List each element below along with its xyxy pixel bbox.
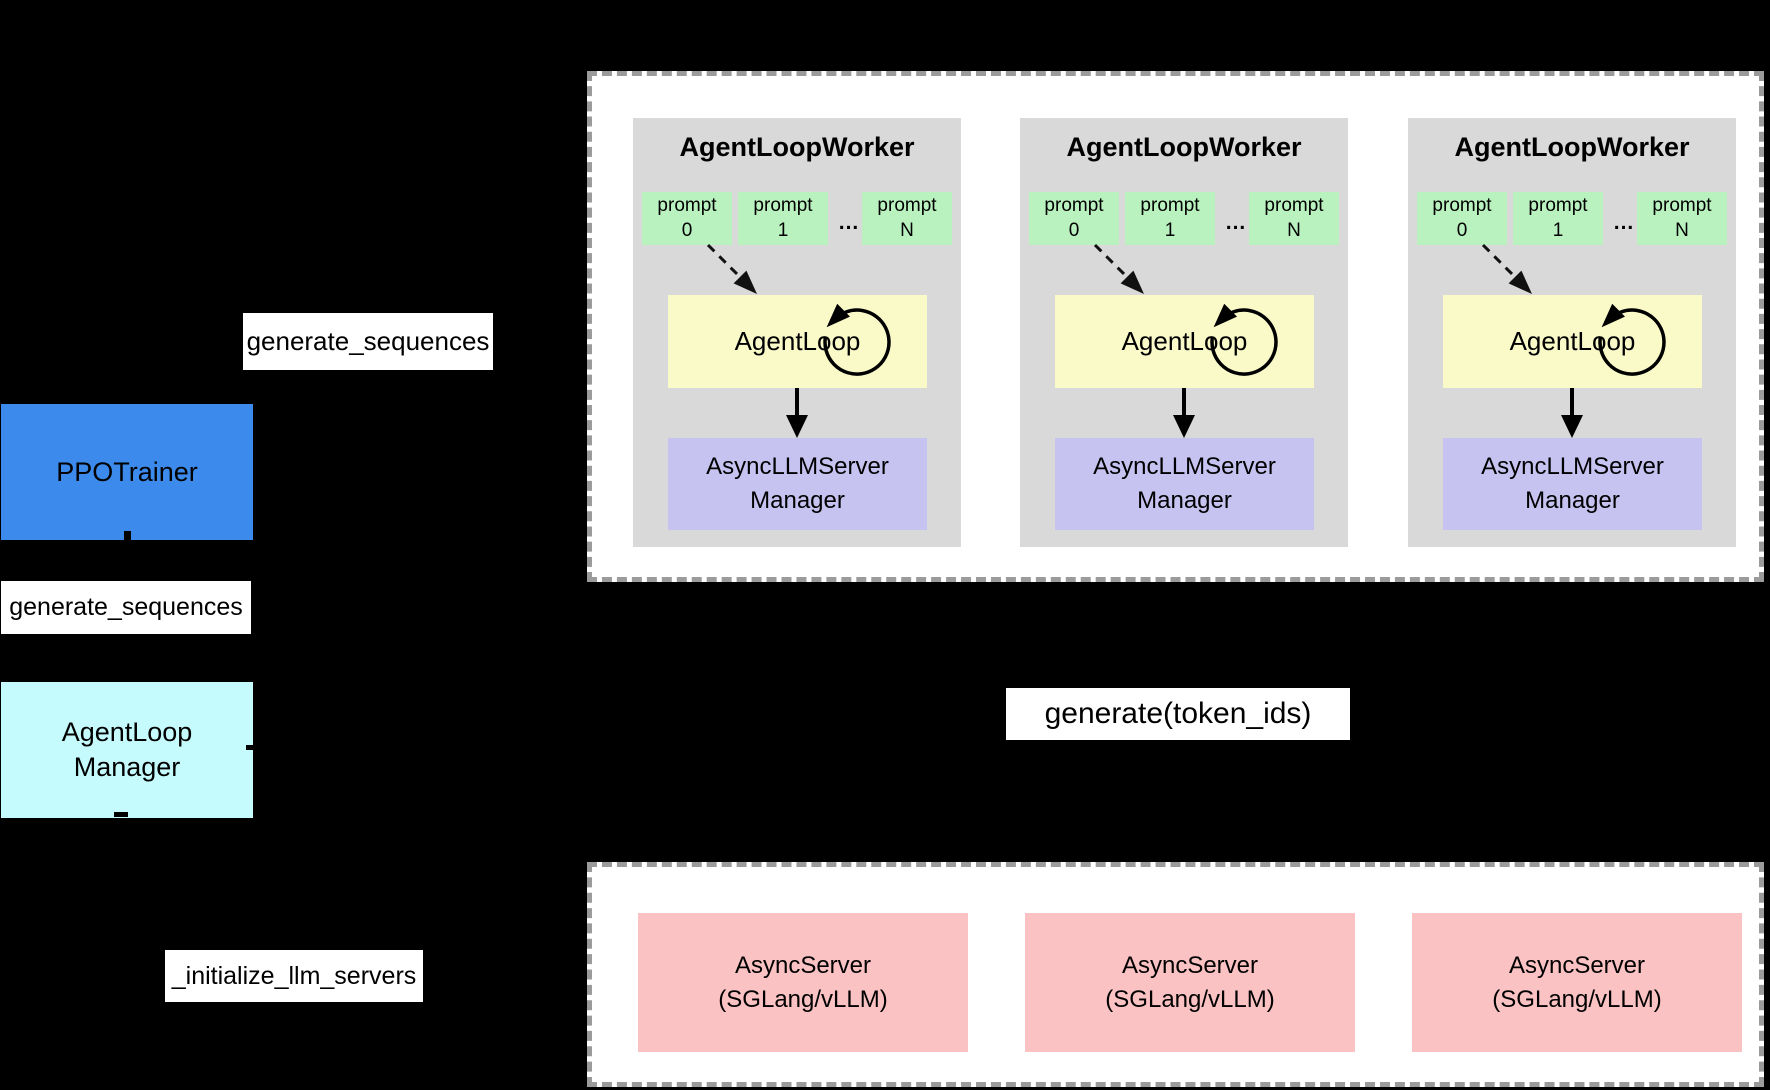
agent-loop-worker-title: AgentLoopWorker — [679, 131, 915, 162]
async-server-2: AsyncServer (SGLang/vLLM) — [1025, 913, 1355, 1052]
prompt-label: prompt — [1528, 194, 1588, 216]
ppo-trainer-box: PPOTrainer — [1, 404, 253, 540]
prompt-0-box: prompt 0 — [1417, 192, 1507, 245]
llm-manager-line2: Manager — [750, 487, 845, 514]
prompt-index: 0 — [1068, 219, 1080, 241]
async-server-line1: AsyncServer — [1508, 951, 1646, 979]
arrow-fragment-ppo-bottom — [124, 531, 131, 540]
prompt-1-box: prompt 1 — [738, 192, 828, 245]
agent-loop-worker-2: AgentLoopWorker prompt 0 prompt 1 ... pr… — [1020, 118, 1348, 547]
async-server-line1: AsyncServer — [734, 951, 872, 979]
down-arrowhead-icon — [1173, 415, 1195, 438]
llm-manager-line2: Manager — [1137, 487, 1232, 514]
prompt-1-box: prompt 1 — [1513, 192, 1603, 245]
prompt-index: 0 — [681, 219, 693, 241]
prompt-to-agentloop-dashed-arrow — [1481, 243, 1520, 282]
llm-manager-line1: AsyncLLMServer — [1481, 453, 1664, 481]
agent-loop-manager-box: AgentLoop Manager — [1, 682, 253, 818]
arrow-fragment-manager-bottom — [114, 812, 128, 817]
prompt-index: 1 — [777, 219, 789, 241]
async-server-line2: (SGLang/vLLM) — [1105, 985, 1275, 1013]
dashed-arrowhead-icon — [1120, 270, 1144, 294]
llm-manager-line2: Manager — [1525, 487, 1620, 514]
label-initialize-llm-servers: _initialize_llm_servers — [165, 950, 423, 1002]
prompt-0-box: prompt 0 — [1029, 192, 1119, 245]
prompt-label: prompt — [1264, 194, 1324, 216]
prompt-label: prompt — [1652, 194, 1712, 216]
prompts-ellipsis: ... — [1225, 211, 1247, 234]
down-arrowhead-icon — [1561, 415, 1583, 438]
agent-loop-worker-title: AgentLoopWorker — [1454, 131, 1690, 162]
prompt-label: prompt — [1140, 194, 1200, 216]
prompt-1-box: prompt 1 — [1125, 192, 1215, 245]
label-generate-sequences-top: generate_sequences — [243, 313, 493, 370]
down-arrowhead-icon — [786, 415, 808, 438]
prompt-label: prompt — [877, 194, 937, 216]
prompt-index: N — [1675, 219, 1689, 241]
agent-loop-worker-1: AgentLoopWorker prompt 0 prompt 1 ... pr… — [633, 118, 961, 547]
prompt-index: 1 — [1552, 219, 1564, 241]
async-llm-server-manager-box: AsyncLLMServer Manager — [1443, 438, 1702, 530]
prompt-label: prompt — [753, 194, 813, 216]
label-generate-sequences-mid: generate_sequences — [1, 581, 251, 634]
dashed-arrowhead-icon — [733, 270, 757, 294]
prompt-index: 0 — [1456, 219, 1468, 241]
prompt-n-box: prompt N — [1637, 192, 1727, 245]
agent-loop-box: AgentLoop — [1443, 295, 1702, 388]
agent-loop-worker-title: AgentLoopWorker — [1066, 131, 1302, 162]
async-server-3: AsyncServer (SGLang/vLLM) — [1412, 913, 1742, 1052]
agent-loop-worker-3: AgentLoopWorker prompt 0 prompt 1 ... pr… — [1408, 118, 1736, 547]
agent-loop-manager-line1: AgentLoop — [61, 716, 193, 747]
prompts-ellipsis: ... — [1613, 211, 1635, 234]
agent-loop-box: AgentLoop — [1055, 295, 1314, 388]
async-server-line1: AsyncServer — [1121, 951, 1259, 979]
llm-manager-line1: AsyncLLMServer — [1093, 453, 1276, 481]
async-server-line2: (SGLang/vLLM) — [1492, 985, 1662, 1013]
prompt-n-box: prompt N — [1249, 192, 1339, 245]
dashed-arrowhead-icon — [1508, 270, 1532, 294]
agent-loop-manager-line2: Manager — [73, 752, 181, 782]
llm-manager-line1: AsyncLLMServer — [706, 453, 889, 481]
prompt-to-agentloop-dashed-arrow — [706, 243, 745, 282]
prompt-index: N — [1287, 219, 1301, 241]
async-llm-server-manager-box: AsyncLLMServer Manager — [1055, 438, 1314, 530]
async-server-line2: (SGLang/vLLM) — [718, 985, 888, 1013]
prompt-index: N — [900, 219, 914, 241]
prompt-label: prompt — [1044, 194, 1104, 216]
agent-loop-box: AgentLoop — [668, 295, 927, 388]
prompt-0-box: prompt 0 — [642, 192, 732, 245]
async-llm-server-manager-box: AsyncLLMServer Manager — [668, 438, 927, 530]
prompt-to-agentloop-dashed-arrow — [1093, 243, 1132, 282]
label-generate-token-ids: generate(token_ids) — [1006, 688, 1350, 740]
prompt-n-box: prompt N — [862, 192, 952, 245]
prompt-label: prompt — [1432, 194, 1492, 216]
agent-loop-workers-cluster: AgentLoopWorker prompt 0 prompt 1 ... pr… — [587, 71, 1764, 582]
async-server-1: AsyncServer (SGLang/vLLM) — [638, 913, 968, 1052]
prompt-index: 1 — [1164, 219, 1176, 241]
prompt-label: prompt — [657, 194, 717, 216]
prompts-ellipsis: ... — [838, 211, 860, 234]
async-servers-cluster: AsyncServer (SGLang/vLLM) AsyncServer (S… — [587, 862, 1764, 1087]
arrow-fragment-manager-right — [246, 745, 259, 750]
